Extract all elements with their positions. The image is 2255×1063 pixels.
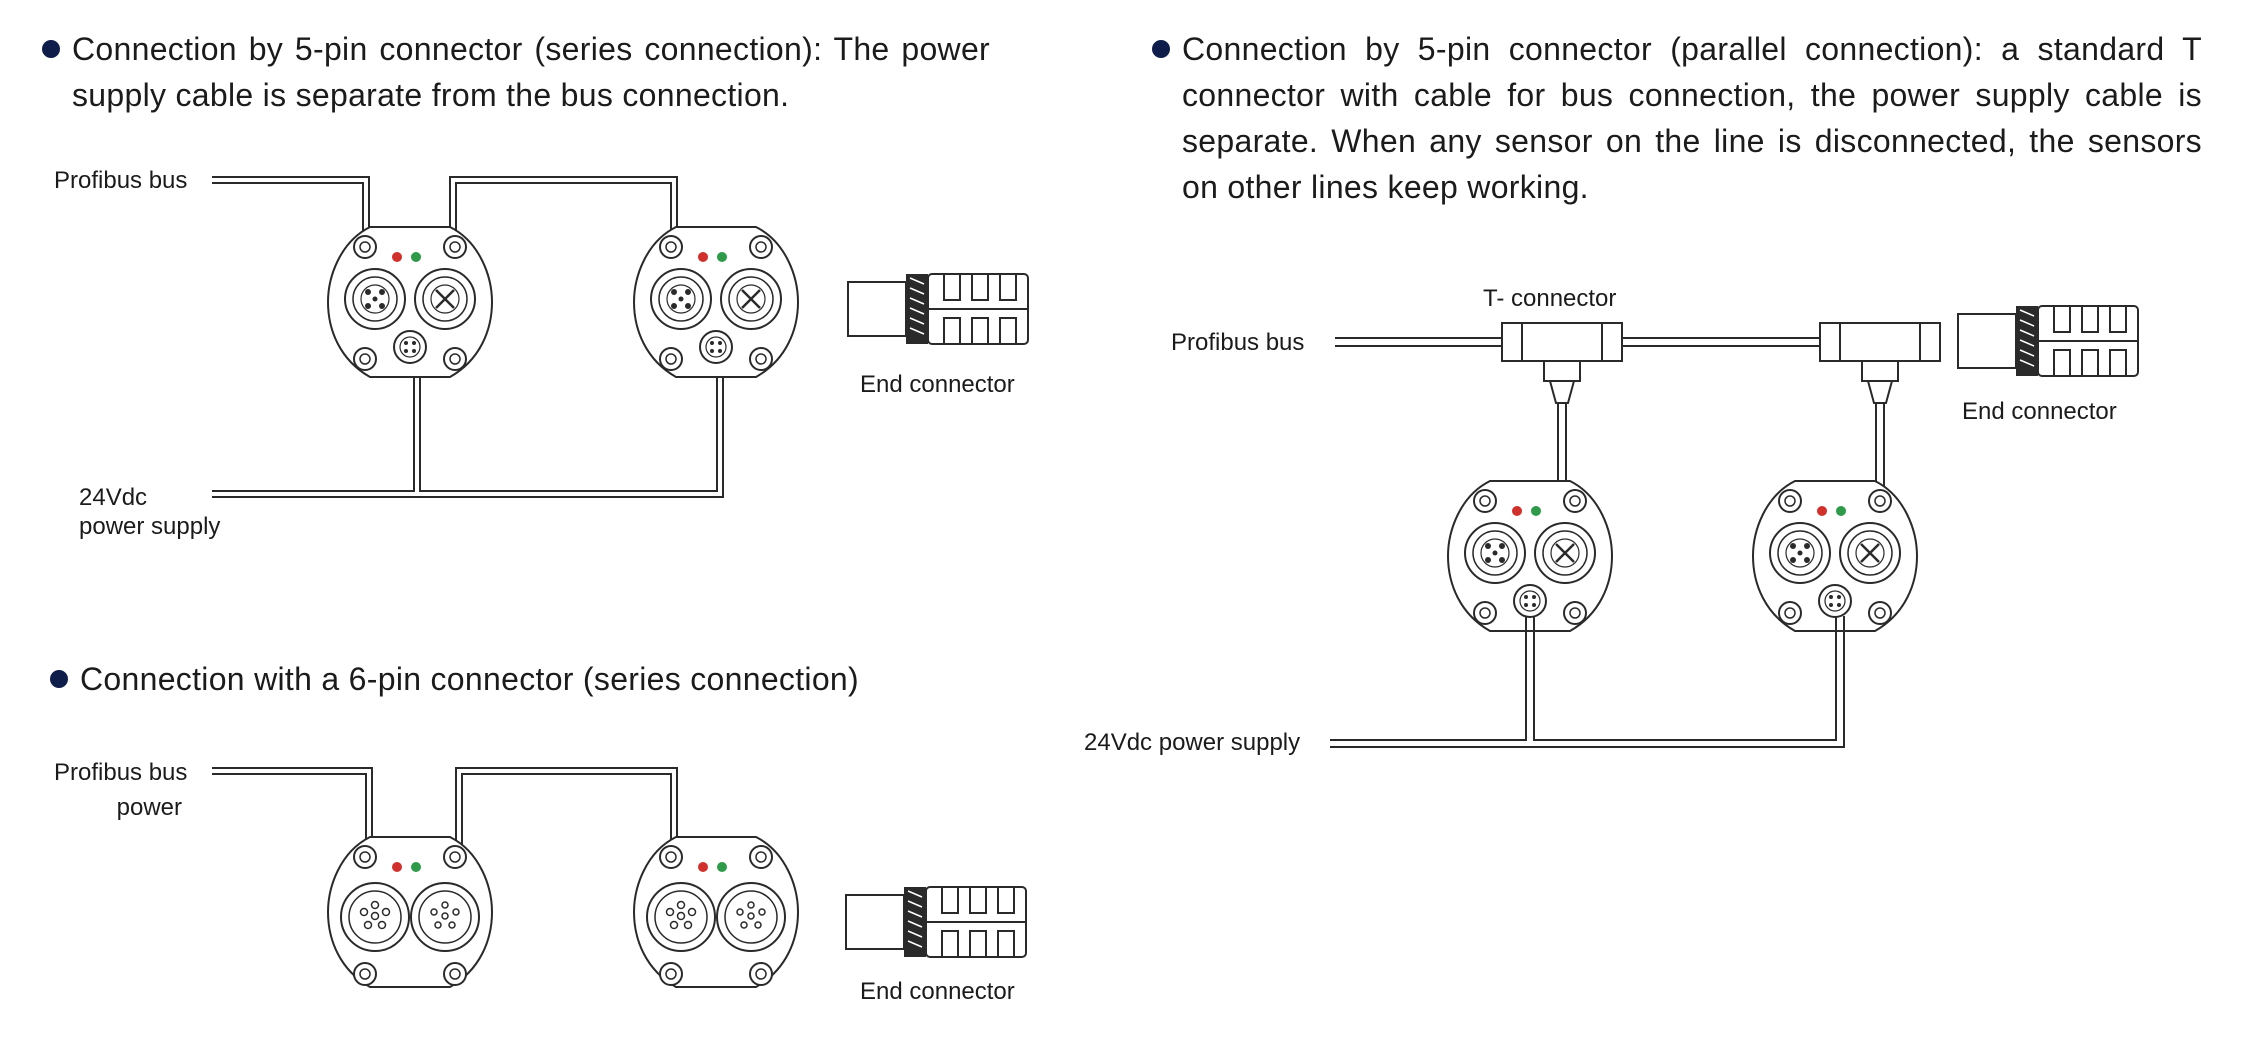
series6-bus-cable xyxy=(212,767,678,852)
series6-sensor-2 xyxy=(633,836,799,988)
t-connector-1 xyxy=(1501,322,1623,404)
parallel5-bus-label: Profibus bus xyxy=(1171,329,1305,356)
parallel5-drop-cables xyxy=(1557,403,1885,492)
parallel5-end-label: End connector xyxy=(1962,398,2117,425)
parallel5-sensor-2 xyxy=(1751,479,1919,633)
series5-heading: Connection by 5-pin connector (series co… xyxy=(42,26,990,118)
series5-heading-text: Connection by 5-pin connector (series co… xyxy=(72,31,990,113)
series6-heading-text: Connection with a 6-pin connector (serie… xyxy=(80,661,859,697)
series6-end-connector xyxy=(845,886,1027,958)
series6-sensor-1 xyxy=(327,836,493,988)
parallel5-power-label: 24Vdc power supply xyxy=(1084,729,1301,756)
parallel5-power-cable xyxy=(1330,616,1845,748)
parallel5-end-connector xyxy=(1957,305,2139,377)
t-connector-2 xyxy=(1819,322,1941,404)
series6-bus-label-1: Profibus bus xyxy=(54,759,188,786)
series5-sensor-1 xyxy=(326,225,494,379)
parallel5-t-label: T- connector xyxy=(1483,285,1617,312)
bullet-dot-icon xyxy=(1152,40,1170,58)
series5-power-label-2: power supply xyxy=(79,513,221,540)
parallel5-sensor-1 xyxy=(1446,479,1614,633)
series6-end-label: End connector xyxy=(860,978,1015,1005)
series5-end-connector xyxy=(847,273,1029,345)
series5-end-label: End connector xyxy=(860,371,1015,398)
series5-power-label-1: 24Vdc xyxy=(79,484,148,511)
bullet-dot-icon xyxy=(50,670,68,688)
series5-bus-label: Profibus bus xyxy=(54,167,188,194)
series5-power-cable xyxy=(212,374,724,498)
parallel5-heading: Connection by 5-pin connector (parallel … xyxy=(1152,26,2202,210)
series6-heading: Connection with a 6-pin connector (serie… xyxy=(50,656,980,702)
parallel5-heading-text: Connection by 5-pin connector (parallel … xyxy=(1182,31,2202,205)
series5-sensor-2 xyxy=(632,225,800,379)
series6-bus-label-2: power xyxy=(116,794,182,821)
parallel5-bus-cable xyxy=(1335,337,1820,347)
bullet-dot-icon xyxy=(42,40,60,58)
series5-bus-cable xyxy=(212,176,678,232)
